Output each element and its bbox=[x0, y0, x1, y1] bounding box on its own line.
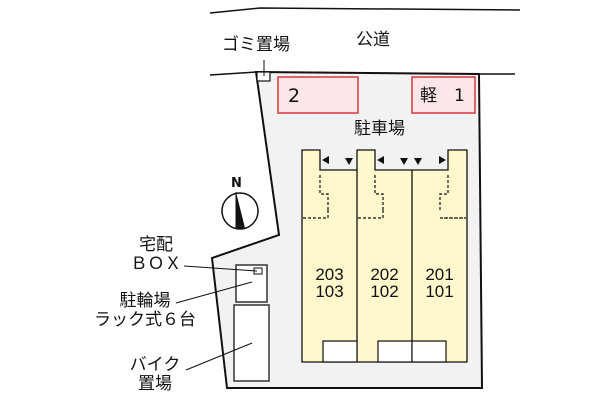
parking-space-1 bbox=[411, 76, 476, 114]
delivery-box-label: 宅配 ＢＯＸ bbox=[130, 235, 182, 274]
unit-upper: 202 bbox=[370, 265, 399, 284]
bicycle-parking-label: 駐輪場 ラック式６台 bbox=[94, 291, 196, 330]
motorbike-leader bbox=[185, 342, 253, 371]
parking-lot-label: 駐車場 bbox=[354, 119, 405, 139]
unit-lower: 103 bbox=[315, 282, 344, 301]
trash-area-label: ゴミ置場 bbox=[222, 35, 290, 55]
compass-north-icon bbox=[221, 192, 259, 230]
compass-n-label: N bbox=[231, 176, 242, 191]
delivery-box-leader bbox=[183, 265, 258, 272]
parking-space-1-label: 軽 1 bbox=[420, 86, 465, 106]
road-label: 公道 bbox=[356, 30, 390, 50]
parking-space-2 bbox=[277, 76, 359, 114]
parking-space-2-label: 2 bbox=[288, 85, 301, 107]
unit-upper: 201 bbox=[425, 265, 454, 284]
bicycle-leader bbox=[175, 281, 253, 304]
unit-201-101: 201 101 bbox=[412, 266, 467, 300]
unit-lower: 102 bbox=[370, 282, 399, 301]
motorbike-parking-label: バイク 置場 bbox=[129, 355, 181, 394]
unit-lower: 101 bbox=[425, 282, 454, 301]
unit-202-102: 202 102 bbox=[357, 266, 412, 300]
unit-203-103: 203 103 bbox=[302, 266, 357, 300]
road-edge-top bbox=[209, 7, 521, 14]
building bbox=[301, 149, 468, 363]
unit-upper: 203 bbox=[315, 265, 344, 284]
